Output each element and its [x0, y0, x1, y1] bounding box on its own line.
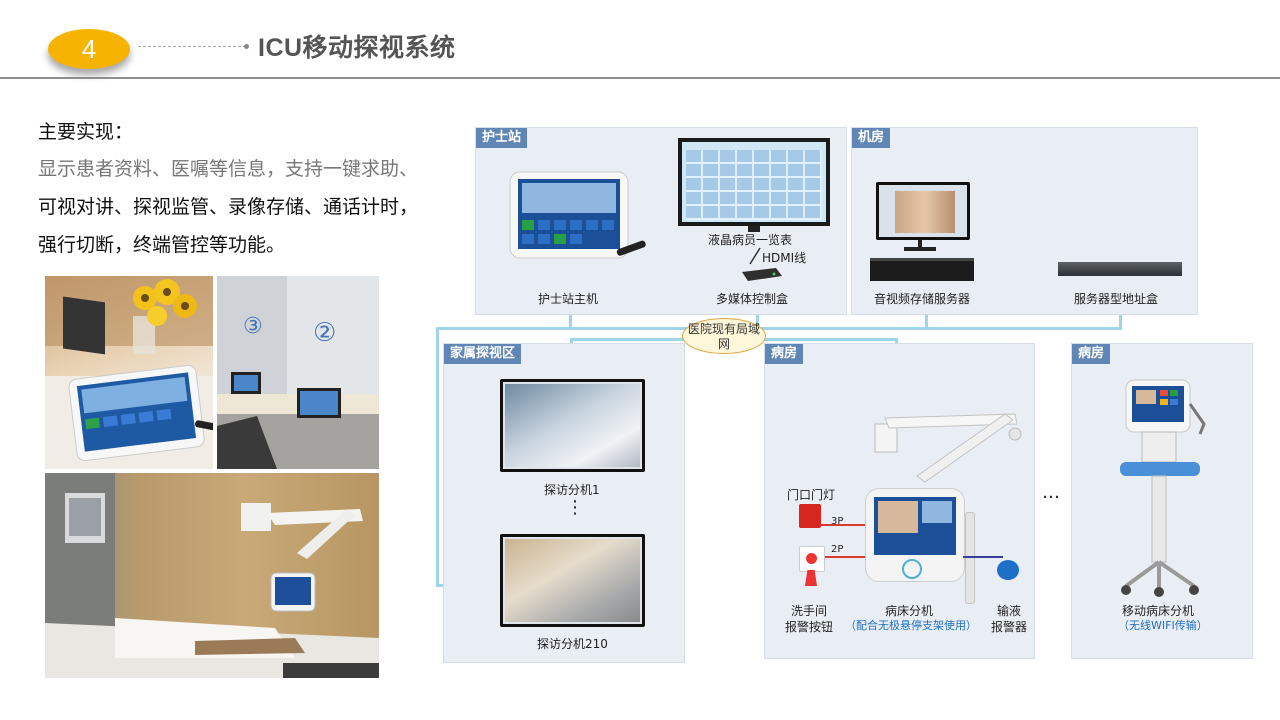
- panel-ward-1: 病房 门口门灯 3P 2P 洗手间 报警按钮 病床分机 （配合无极悬停支架使用）…: [764, 343, 1035, 659]
- header-divider: [0, 77, 1280, 79]
- wire-left-vertical: [436, 327, 439, 585]
- lcd-board-label: 液晶病员一览表: [708, 233, 793, 247]
- wire-addr-server: [1119, 314, 1122, 328]
- panel-family-visit-area: 家属探视区 探访分机1 ⋮ 探访分机210: [443, 343, 685, 663]
- wards-ellipsis: …: [1042, 482, 1060, 503]
- photo-nurse-station-terminal: [45, 276, 213, 469]
- terminal-ellipsis: ⋮: [566, 497, 584, 518]
- visit-terminal-210: [500, 534, 645, 627]
- door-light-label: 门口门灯: [787, 488, 836, 502]
- intro-desc-part2: 可视对讲、探视监管、录像存储、通话计时，强行切断，终端管控等功能。: [38, 196, 419, 256]
- intro-desc-part1: 显示患者资料、医嘱等信息，支持一键求助、: [38, 158, 419, 180]
- address-server-label: 服务器型地址盒: [1074, 292, 1159, 306]
- panel-machine-room: 机房 音视频存储服务器 服务器型地址盒: [851, 127, 1198, 315]
- hdmi-line-icon: [749, 247, 761, 265]
- panel-tag-ward-2: 病房: [1072, 344, 1111, 364]
- wire-3p: [821, 524, 865, 526]
- monitor-base: [904, 247, 936, 251]
- av-server-label: 音视频存储服务器: [874, 292, 971, 306]
- panel-tag-machine-room: 机房: [852, 128, 891, 148]
- hospital-lan-node: 医院现有局域网: [682, 318, 766, 354]
- mobile-terminal-note: （无线WIFI传输）: [1118, 619, 1208, 632]
- media-box-label: 多媒体控制盒: [716, 292, 789, 306]
- av-storage-server: [870, 258, 974, 281]
- panel-ward-2: 病房 移动病床分机 （无线WIFI传输）: [1071, 343, 1253, 659]
- intro-description: 显示患者资料、医嘱等信息，支持一键求助、可视对讲、探视监管、录像存储、通话计时，…: [38, 150, 423, 264]
- lcd-stand: [748, 226, 760, 232]
- nurse-host-label: 护士站主机: [538, 292, 599, 306]
- bedside-handset: [965, 512, 975, 604]
- panel-tag-ward-1: 病房: [765, 344, 804, 364]
- bedside-terminal-note: （配合无极悬停支架使用）: [845, 619, 977, 632]
- wire-3p-label: 3P: [831, 516, 844, 527]
- room-marker-2: ②: [313, 318, 337, 348]
- room-marker-3: ③: [243, 314, 263, 339]
- title-dotted-leader: [138, 46, 246, 47]
- panel-tag-family-area: 家属探视区: [444, 344, 522, 364]
- door-light-device: [799, 504, 821, 528]
- wire-2p-label: 2P: [831, 544, 844, 555]
- bedside-terminal: [865, 488, 965, 582]
- visit-terminal-1-label: 探访分机1: [544, 483, 600, 497]
- panel-tag-nurse-station: 护士站: [476, 128, 528, 148]
- slide-number-badge: 4: [48, 29, 130, 69]
- alarm-pull-cord: [805, 570, 817, 586]
- infusion-label-2: 报警器: [991, 620, 1028, 634]
- lcd-patient-board: [678, 138, 830, 226]
- monitor-stand: [918, 240, 922, 248]
- infusion-alarm-device: [997, 560, 1019, 580]
- washroom-label-2: 报警按钮: [785, 620, 834, 634]
- washroom-alarm-button: [799, 546, 825, 572]
- intro-heading: 主要实现：: [38, 121, 134, 143]
- mobile-bedside-cart: [1120, 379, 1206, 597]
- wire-av-server: [925, 314, 928, 328]
- wire-2p: [821, 556, 865, 558]
- wire-infusion: [963, 556, 1003, 558]
- server-monitor: [876, 182, 970, 240]
- visit-terminal-210-label: 探访分机210: [537, 637, 608, 651]
- washroom-label-1: 洗手间: [791, 604, 828, 618]
- bedside-terminal-label: 病床分机: [885, 604, 934, 618]
- nurse-host-device: [509, 171, 646, 259]
- title-leader-dot: [244, 44, 249, 49]
- visit-terminal-1: [500, 379, 645, 472]
- infusion-label-1: 输液: [997, 604, 1022, 618]
- wire-lan-bus-top: [569, 327, 1122, 330]
- media-box-device: [742, 268, 782, 281]
- wire-nurse-host: [569, 314, 572, 328]
- wire-left-bus: [436, 327, 686, 330]
- address-server-box: [1058, 262, 1182, 276]
- suspension-arm: [874, 413, 1022, 483]
- mobile-terminal-label: 移动病床分机: [1122, 604, 1195, 618]
- panel-nurse-station: 护士站 液晶病员一览表 HDMI线 护士站主机 多媒体控制盒: [475, 127, 847, 315]
- photo-visit-booths: ③ ②: [217, 276, 379, 469]
- photo-icu-bed-arm: [45, 473, 379, 678]
- wire-mediabox: [756, 314, 759, 328]
- slide-title: ICU移动探视系统: [258, 34, 456, 62]
- hdmi-label: HDMI线: [762, 251, 807, 265]
